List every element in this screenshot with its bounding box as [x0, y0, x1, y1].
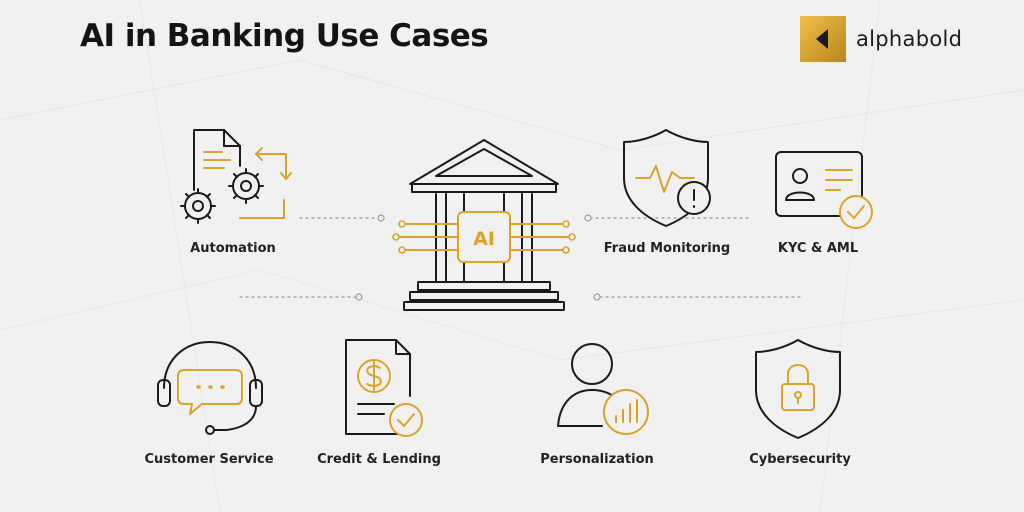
label-cybersecurity: Cybersecurity: [749, 452, 851, 467]
label-kyc-aml: KYC & AML: [777, 241, 859, 256]
connector-lines: [239, 217, 801, 298]
connector-dots: [355, 214, 601, 301]
label-personalization: Personalization: [540, 452, 654, 467]
brand-logo: alphabold: [800, 16, 962, 62]
dollar-document-icon: [345, 339, 423, 437]
label-automation: Automation: [190, 241, 276, 256]
gears-document-icon: [180, 129, 292, 224]
shield-alert-icon: [623, 129, 711, 227]
bank-ai-icon: [392, 139, 576, 311]
id-card-check-icon: [775, 151, 873, 229]
label-fraud-monitoring: Fraud Monitoring: [603, 241, 731, 256]
label-credit-lending: Credit & Lending: [317, 452, 441, 467]
brand-name: alphabold: [856, 27, 963, 51]
label-customer-service: Customer Service: [144, 452, 274, 467]
user-chart-icon: [557, 343, 649, 435]
hub-ai-text: AI: [473, 228, 495, 250]
headset-icon: [157, 341, 263, 435]
page-title: AI in Banking Use Cases: [80, 18, 489, 54]
shield-lock-icon: [755, 339, 841, 439]
alphabold-logo-icon: [800, 16, 846, 62]
